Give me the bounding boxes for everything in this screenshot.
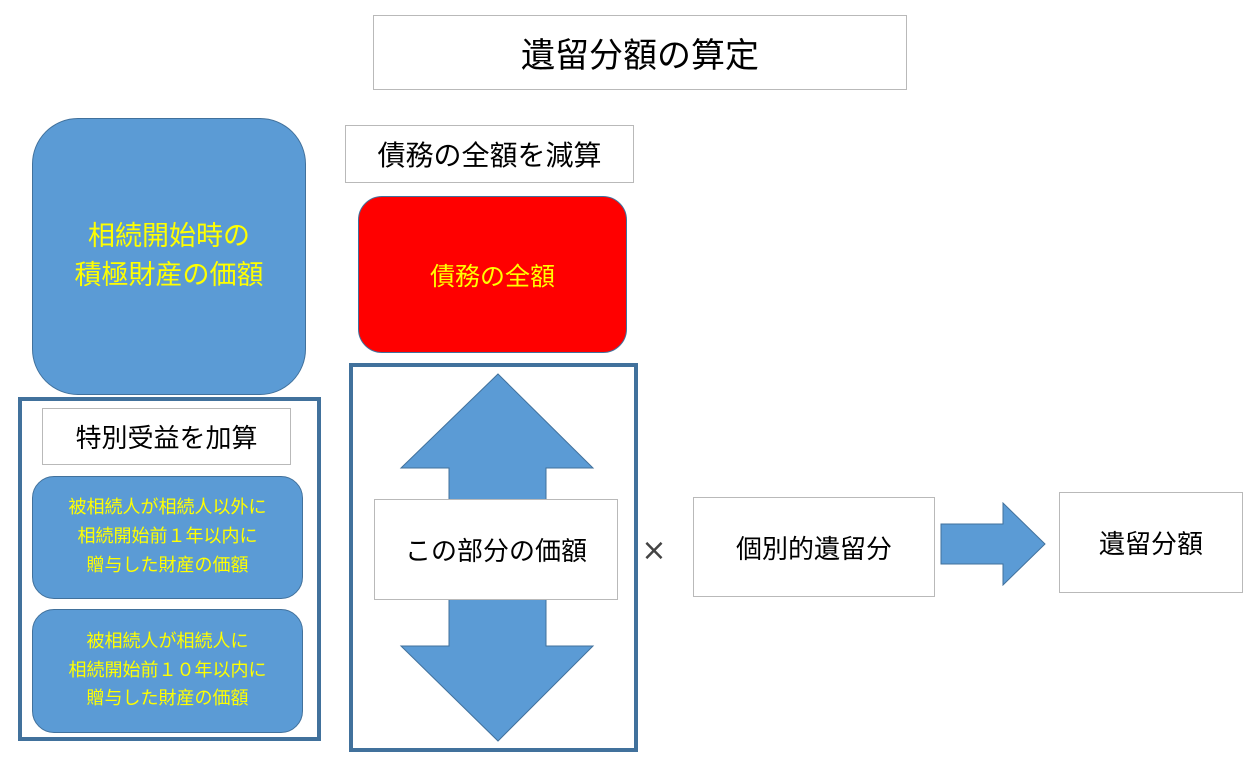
reserved-amount-text: 遺留分額 xyxy=(1098,530,1203,560)
diagram-title-text: 遺留分額の算定 xyxy=(521,36,759,76)
special-benefit-frame xyxy=(18,397,321,741)
gift-to-heir-line-1: 被相続人が相続人に xyxy=(86,630,249,652)
positive-assets-box: 相続開始時の 積極財産の価額 xyxy=(32,118,306,395)
individual-reserve-text: 個別的遺留分 xyxy=(735,534,892,565)
gift-to-heir-line-2: 相続開始前１０年以内に xyxy=(68,659,267,681)
debt-total-text: 債務の全額 xyxy=(429,261,555,291)
debt-subtract-label: 債務の全額を減算 xyxy=(345,125,634,183)
special-benefit-label-text: 特別受益を加算 xyxy=(75,424,258,454)
debt-total-box: 債務の全額 xyxy=(358,196,627,353)
gift-to-non-heir-line-1: 被相続人が相続人以外に xyxy=(68,497,267,519)
gift-to-heir-box: 被相続人が相続人に 相続開始前１０年以内に 贈与した財産の価額 xyxy=(32,609,303,733)
diagram-title: 遺留分額の算定 xyxy=(373,15,907,90)
gift-to-non-heir-line-3: 贈与した財産の価額 xyxy=(86,554,249,576)
special-benefit-label: 特別受益を加算 xyxy=(42,408,291,465)
value-frame xyxy=(349,363,638,752)
right-arrow-icon xyxy=(940,502,1046,586)
multiply-sign: × xyxy=(641,532,667,568)
gift-to-non-heir-line-2: 相続開始前１年以内に xyxy=(77,526,258,548)
individual-reserve-box: 個別的遺留分 xyxy=(693,497,935,597)
reserved-amount-box: 遺留分額 xyxy=(1059,492,1243,593)
debt-subtract-label-text: 債務の全額を減算 xyxy=(377,139,602,172)
gift-to-non-heir-box: 被相続人が相続人以外に 相続開始前１年以内に 贈与した財産の価額 xyxy=(32,476,303,599)
positive-assets-line-2: 積極財産の価額 xyxy=(74,259,264,291)
value-label: この部分の価額 xyxy=(374,499,618,600)
positive-assets-line-1: 相続開始時の xyxy=(88,221,250,253)
gift-to-heir-line-3: 贈与した財産の価額 xyxy=(86,688,249,710)
value-label-text: この部分の価額 xyxy=(404,537,587,567)
